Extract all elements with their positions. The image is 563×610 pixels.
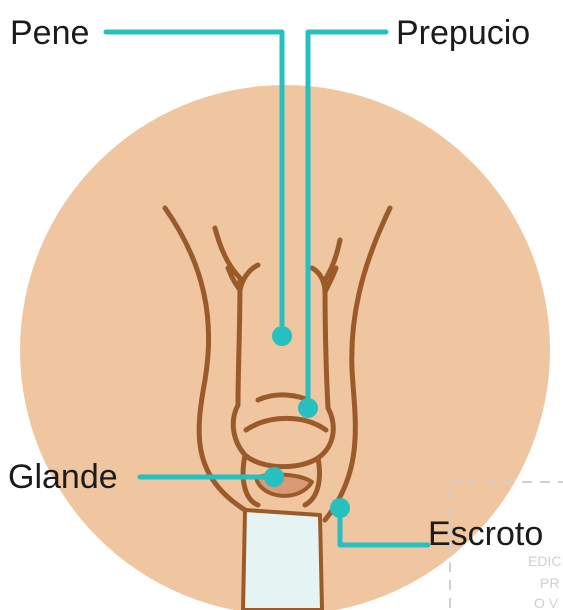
escroto-marker-dot bbox=[330, 498, 350, 518]
penis-shaft-left bbox=[238, 280, 240, 405]
penis-shaft-right bbox=[325, 282, 328, 408]
leg-strip bbox=[243, 510, 322, 610]
label-escroto: Escroto bbox=[428, 515, 543, 553]
watermark-line-3: O V bbox=[534, 595, 559, 610]
label-prepucio: Prepucio bbox=[396, 14, 530, 52]
label-glande: Glande bbox=[8, 458, 118, 496]
label-pene: Pene bbox=[10, 14, 89, 52]
prepucio-marker-dot bbox=[298, 398, 318, 418]
pene-marker-dot bbox=[272, 326, 292, 346]
glande-marker-dot bbox=[264, 467, 284, 487]
watermark-line-1: EDIC bbox=[528, 553, 561, 569]
watermark-line-2: PR bbox=[540, 575, 559, 591]
